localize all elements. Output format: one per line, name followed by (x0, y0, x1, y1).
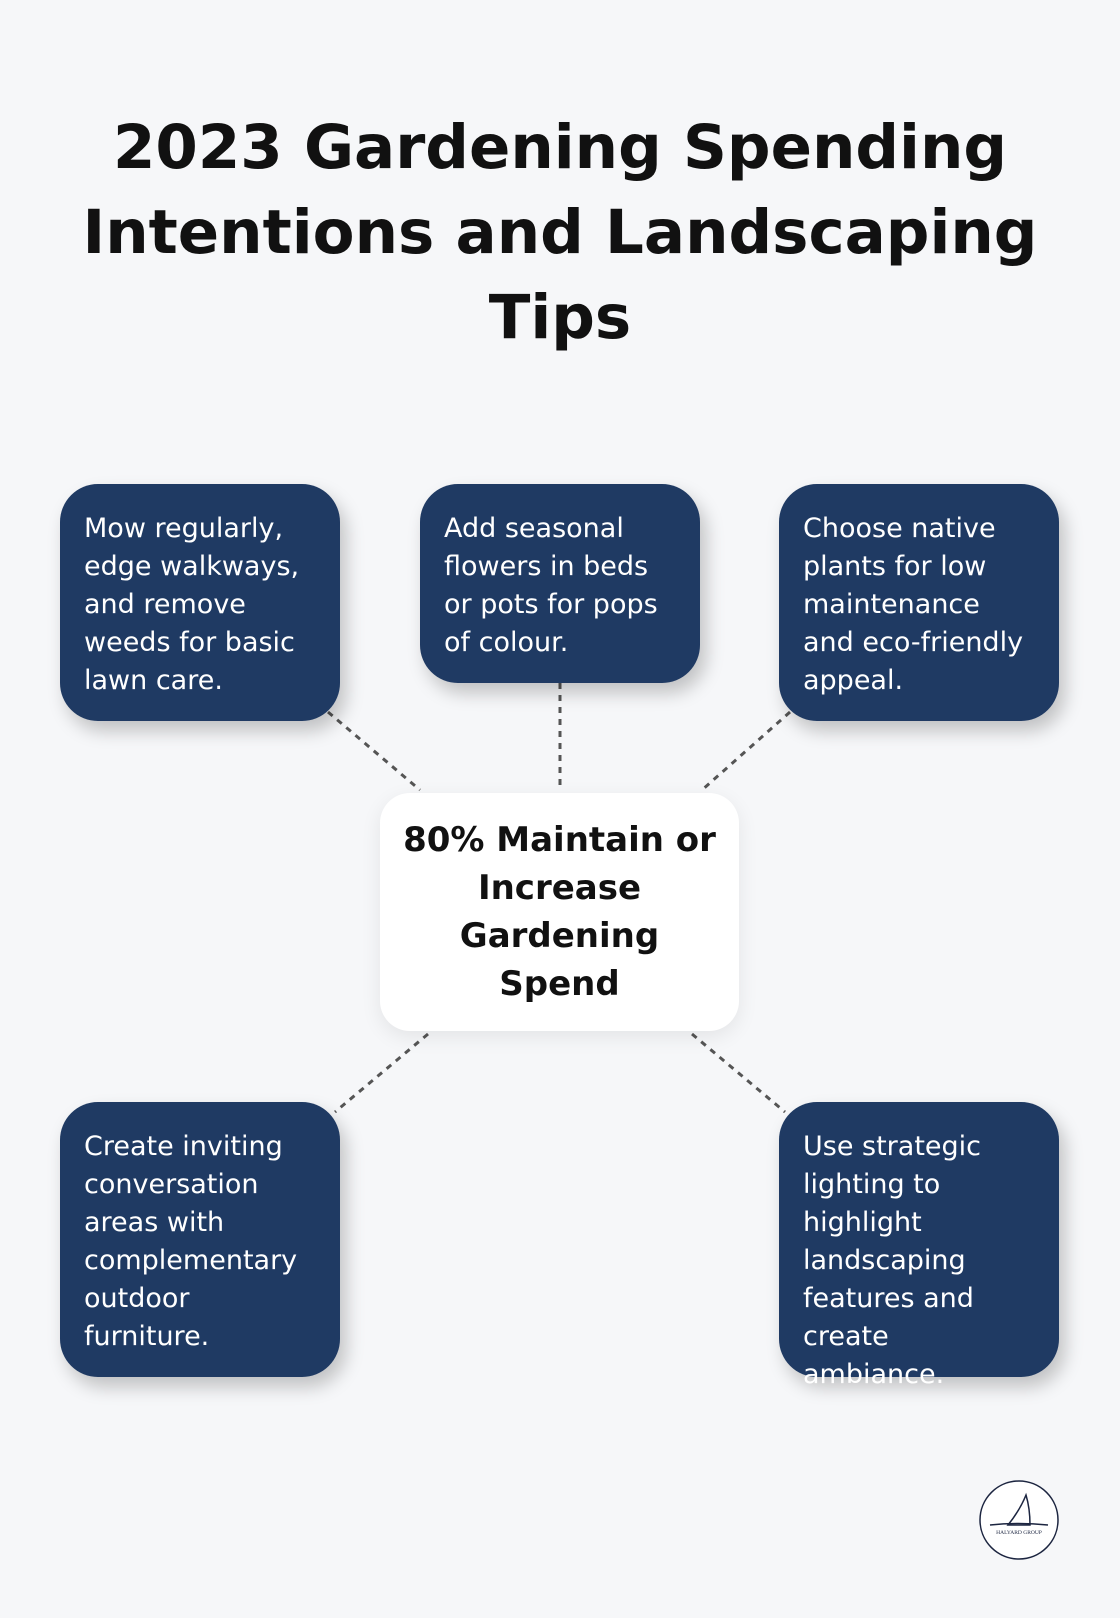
connector-3 (701, 710, 791, 792)
halyard-group-logo: HALYARD GROUP (979, 1480, 1059, 1560)
center-stat: 80% Maintain or Increase Gardening Spend (380, 793, 739, 1031)
tip-card-lighting: Use strategic lighting to highlight land… (779, 1102, 1059, 1390)
connector-4 (334, 1032, 429, 1114)
tip-card-native-plants: Choose native plants for low maintenance… (779, 484, 1059, 721)
svg-text:HALYARD GROUP: HALYARD GROUP (996, 1530, 1042, 1536)
connector-1 (327, 710, 421, 792)
tip-card-lawn-care: Mow regularly, edge walkways, and remove… (60, 484, 340, 721)
page-title: 2023 Gardening Spending Intentions and L… (82, 112, 1038, 353)
connector-5 (691, 1032, 786, 1114)
center-stat-text: 80% Maintain or Increase Gardening Spend (403, 820, 716, 1004)
tip-card-conversation-areas: Create inviting conversation areas with … (60, 1102, 340, 1377)
tip-card-seasonal-flowers: Add seasonal flowers in beds or pots for… (420, 484, 700, 683)
